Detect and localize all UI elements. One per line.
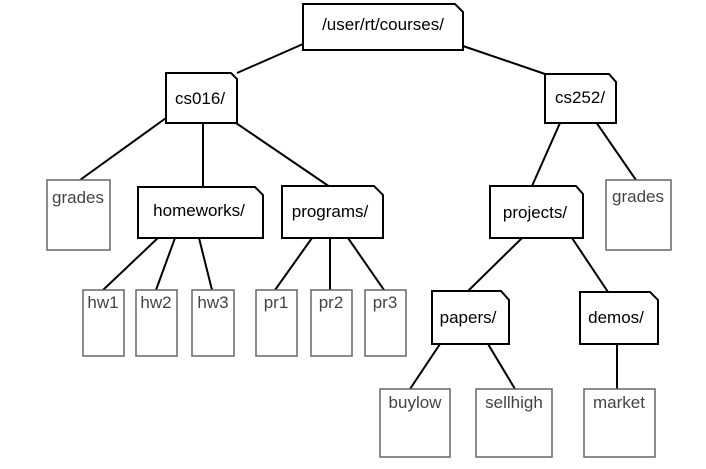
edge-papers-sellhigh [487,343,516,390]
dir-label-cs016: cs016/ [175,89,225,108]
dir-node-root: /user/rt/courses/ [302,3,464,51]
edge-root-cs016 [236,43,304,74]
edge-root-cs252 [462,45,546,75]
file-node-pr1: pr1 [255,289,298,357]
file-node-sellhigh: sellhigh [475,388,553,458]
dir-node-homeworks: homeworks/ [137,186,264,239]
dir-label-programs: programs/ [292,202,369,221]
file-label-pr3: pr3 [373,293,398,312]
file-label-hw1: hw1 [87,293,118,312]
file-node-hw2: hw2 [135,289,178,357]
edge-programs-pr1 [274,237,313,291]
edge-cs252-projects [531,122,561,187]
dir-label-demos: demos/ [588,308,644,327]
dir-node-projects: projects/ [489,185,584,239]
file-node-pr2: pr2 [310,289,353,357]
edge-projects-papers [467,237,523,292]
file-node-market: market [583,388,656,458]
edge-cs016-programs [235,122,331,188]
file-node-grades-cs016: grades [46,179,111,251]
edge-projects-demos [571,237,609,293]
file-label-pr2: pr2 [319,293,344,312]
file-label-hw2: hw2 [140,293,171,312]
dir-node-papers: papers/ [431,290,510,345]
dir-node-programs: programs/ [281,185,384,239]
file-label-market: market [593,393,645,412]
file-node-hw1: hw1 [82,289,125,357]
edge-homeworks-hw3 [198,237,213,291]
dir-label-projects: projects/ [503,203,568,222]
file-node-grades-cs252: grades [605,179,672,251]
file-node-hw3: hw3 [191,289,235,357]
file-label-grades-cs252: grades [612,187,664,206]
dir-label-cs252: cs252/ [555,88,605,107]
edge-cs016-grades [79,117,167,181]
edge-programs-pr3 [347,237,385,291]
file-label-grades-cs016: grades [52,188,104,207]
dir-node-demos: demos/ [579,291,659,345]
file-node-pr3: pr3 [364,289,407,357]
dir-node-cs252: cs252/ [544,73,617,124]
file-node-buylow: buylow [379,388,451,458]
dir-node-cs016: cs016/ [165,72,238,124]
edge-homeworks-hw2 [155,237,176,291]
file-label-hw3: hw3 [197,293,228,312]
dir-label-papers: papers/ [440,308,497,327]
file-label-buylow: buylow [389,393,443,412]
edge-cs252-grades [595,121,637,181]
edge-homeworks-hw1 [102,235,161,291]
dir-label-homeworks: homeworks/ [153,201,245,220]
tree-edges [79,43,637,390]
edge-papers-buylow [409,343,441,390]
file-label-sellhigh: sellhigh [485,393,543,412]
dir-label-root: /user/rt/courses/ [322,15,444,34]
file-label-pr1: pr1 [264,293,289,312]
